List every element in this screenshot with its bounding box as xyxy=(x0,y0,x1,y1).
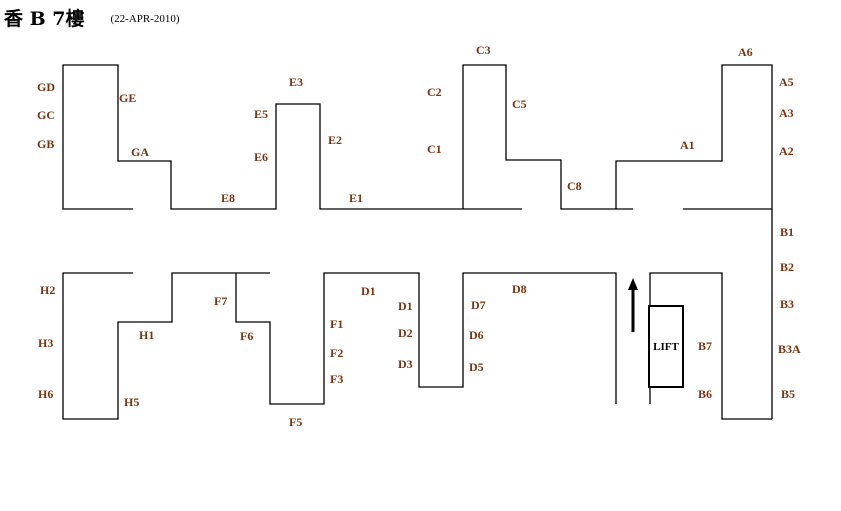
shop-label-h1: H1 xyxy=(139,328,154,342)
shop-label-a2: A2 xyxy=(779,144,794,158)
wall-a-section xyxy=(615,64,773,210)
arrow-up-icon xyxy=(628,278,638,332)
shop-label-gd: GD xyxy=(37,80,55,94)
shop-label-c3: C3 xyxy=(476,43,491,57)
shop-label-b3a: B3A xyxy=(778,342,801,356)
shop-label-d1: D1 xyxy=(398,299,413,313)
wall-c-section xyxy=(462,64,633,210)
shop-label-d3: D3 xyxy=(398,357,413,371)
shop-label-d5: D5 xyxy=(469,360,484,374)
shop-label-e5: E5 xyxy=(254,107,268,121)
shop-label-gb: GB xyxy=(37,137,54,151)
shop-label-e1: E1 xyxy=(349,191,363,205)
wall-f-section xyxy=(235,272,617,405)
shop-label-d8: D8 xyxy=(512,282,527,296)
shop-label-gc: GC xyxy=(37,108,55,122)
page-date: (22-APR-2010) xyxy=(110,13,180,25)
shop-label-h3: H3 xyxy=(38,336,53,350)
lift-label: LIFT xyxy=(653,341,679,353)
shop-label-d2: D2 xyxy=(398,326,413,340)
shop-label-c8: C8 xyxy=(567,179,582,193)
shop-label-b7: B7 xyxy=(698,339,712,353)
wall-h-section xyxy=(62,272,270,420)
shop-label-d7: D7 xyxy=(471,298,486,312)
shop-label-b3: B3 xyxy=(780,297,794,311)
shop-label-b2: B2 xyxy=(780,260,794,274)
shop-label-e2: E2 xyxy=(328,133,342,147)
shop-label-c5: C5 xyxy=(512,97,527,111)
shop-label-f7: F7 xyxy=(214,294,227,308)
shop-label-f2: F2 xyxy=(330,346,343,360)
shop-label-d1-corridor: D1 xyxy=(361,284,376,298)
wall-upper-left xyxy=(62,64,522,210)
shop-label-b6: B6 xyxy=(698,387,712,401)
shop-label-f1: F1 xyxy=(330,317,343,331)
shop-label-a5: A5 xyxy=(779,75,794,89)
lift-box xyxy=(648,305,684,388)
shop-label-h5: H5 xyxy=(124,395,139,409)
shop-label-ga: GA xyxy=(131,145,149,159)
shop-label-ge: GE xyxy=(119,91,136,105)
page-title: 香 B 7樓 xyxy=(4,8,85,30)
shop-label-b1: B1 xyxy=(780,225,794,239)
shop-label-f5: F5 xyxy=(289,415,302,429)
shop-label-a1: A1 xyxy=(680,138,695,152)
shop-label-c1: C1 xyxy=(427,142,442,156)
header: 香 B 7樓 (22-APR-2010) xyxy=(4,4,180,31)
shop-label-b5: B5 xyxy=(781,387,795,401)
shop-label-e8: E8 xyxy=(221,191,235,205)
shop-label-e6: E6 xyxy=(254,150,268,164)
shop-label-a6: A6 xyxy=(738,45,753,59)
shop-label-f6: F6 xyxy=(240,329,253,343)
shop-label-d6: D6 xyxy=(469,328,484,342)
shop-label-h2: H2 xyxy=(40,283,55,297)
shop-label-c2: C2 xyxy=(427,85,442,99)
shop-label-h6: H6 xyxy=(38,387,53,401)
shop-label-a3: A3 xyxy=(779,106,794,120)
shop-label-e3: E3 xyxy=(289,75,303,89)
shop-label-f3: F3 xyxy=(330,372,343,386)
